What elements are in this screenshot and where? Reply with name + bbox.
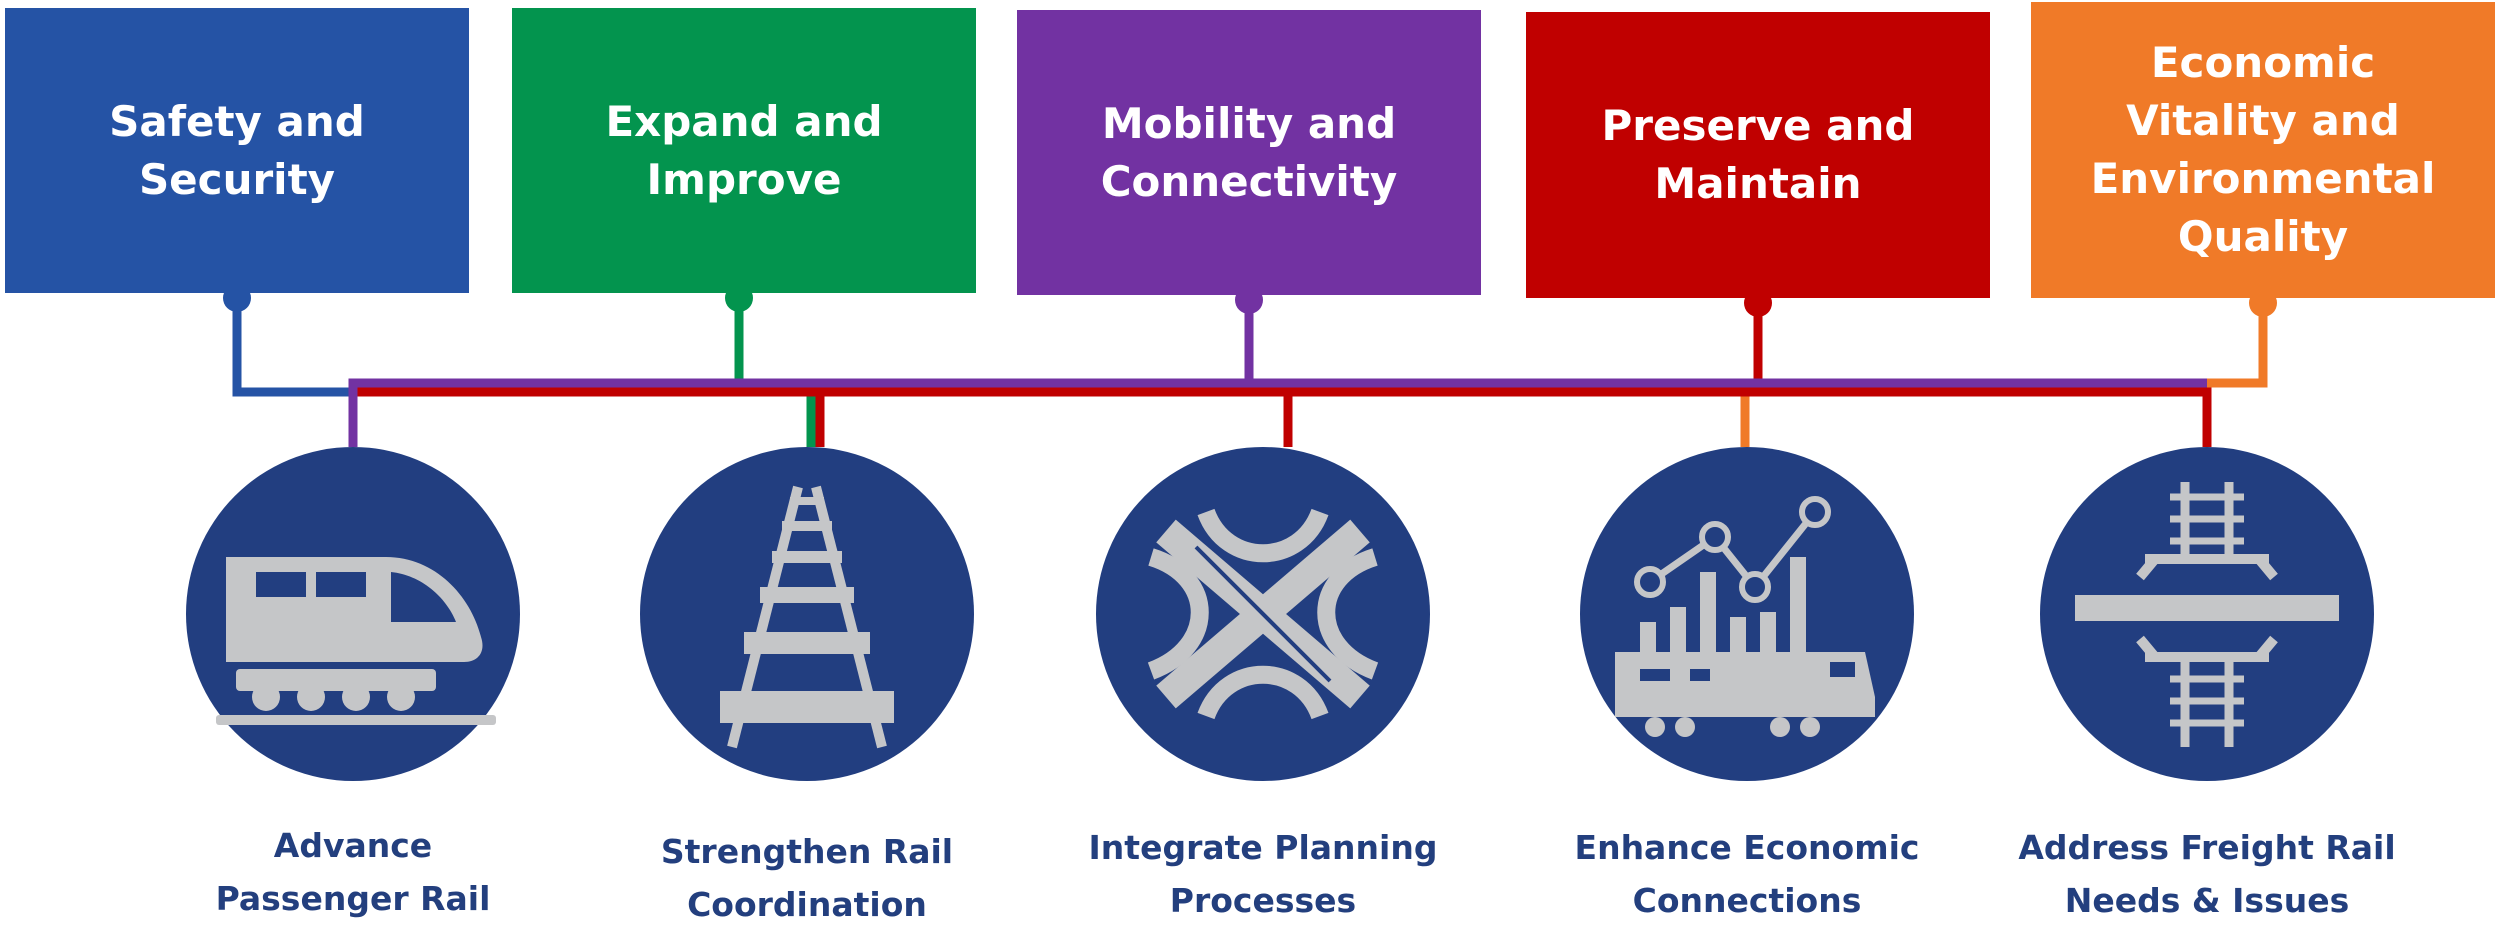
connector-mobility-connectivity xyxy=(348,300,2207,447)
objective-circle-freight-rail xyxy=(2040,447,2374,781)
rail-track-icon xyxy=(720,485,894,749)
rail-crossing-icon xyxy=(2075,482,2339,747)
goal-label: Safety and Security xyxy=(109,96,365,204)
objective-circle-planning-processes xyxy=(1096,447,1430,781)
goal-label: Preserve and Maintain xyxy=(1601,101,1915,208)
freight-train-chart-icon xyxy=(1615,496,1875,737)
connector-expand-improve xyxy=(734,300,816,447)
goal-label: Economic Vitality and Environmental Qual… xyxy=(2090,38,2436,261)
objective-label-enhance-economic-connections: Enhance Economic Connections xyxy=(1574,828,1920,920)
objective-label-advance-passenger-rail: Advance Passenger Rail xyxy=(215,826,491,918)
connector-economic-vitality xyxy=(1740,300,2268,447)
goal-label: Expand and Improve xyxy=(605,96,883,204)
passenger-train-icon xyxy=(216,557,496,725)
goal-box-preserve-maintain: Preserve and Maintain xyxy=(1526,12,1990,298)
goal-box-economic-vitality: Economic Vitality and Environmental Qual… xyxy=(2031,2,2495,298)
connector-preserve-maintain xyxy=(353,300,2212,447)
objective-label-address-freight-rail: Address Freight Rail Needs & Issues xyxy=(2018,828,2396,920)
objective-circle-rail-coordination xyxy=(640,447,974,781)
goal-box-mobility-connectivity: Mobility and Connectivity xyxy=(1017,10,1481,295)
goal-box-expand-improve: Expand and Improve xyxy=(512,8,976,293)
connector-safety-security xyxy=(232,300,1293,447)
objective-circle-economic-connections xyxy=(1580,447,1914,781)
objective-label-strengthen-rail-coordination: Strengthen Rail Coordination xyxy=(660,832,954,924)
highway-interchange-icon xyxy=(1147,508,1379,720)
goal-box-safety-security: Safety and Security xyxy=(5,8,469,293)
objective-circle-passenger-rail xyxy=(186,447,520,781)
goal-label: Mobility and Connectivity xyxy=(1100,98,1398,206)
objective-label-integrate-planning-processes: Integrate Planning Processes xyxy=(1088,828,1438,920)
